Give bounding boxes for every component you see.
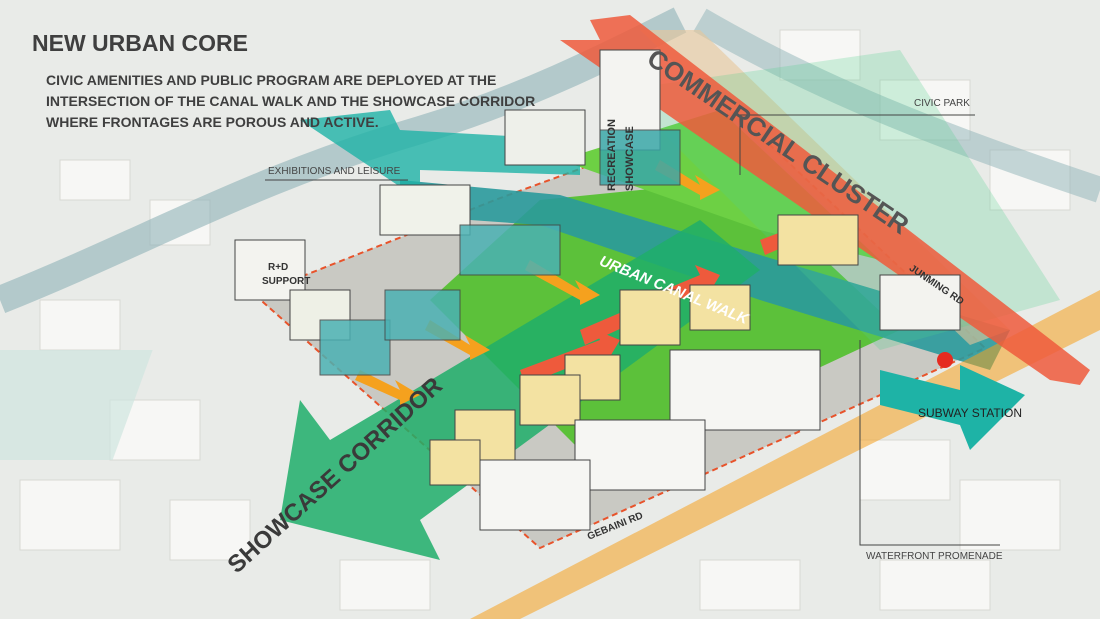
label-recreation: RECREATION [606,119,618,191]
greenhouse [0,350,153,460]
label-rd: R+D [268,262,289,273]
canal-arrow-west [300,110,580,200]
label-exhibitions: EXHIBITIONS AND LEISURE [268,166,401,177]
gebaini-road-band [470,290,1100,619]
leader-lines [265,114,1000,546]
river-east [693,8,1100,203]
label-waterfront-promenade: WATERFRONT PROMENADE [866,551,1003,562]
site-buildings [234,49,961,531]
description: CIVIC AMENITIES AND PUBLIC PROGRAM ARE D… [46,72,536,130]
page-title: NEW URBAN CORE [32,30,248,56]
label-showcase: SHOWCASE [624,126,636,191]
subway-station-icon [937,352,953,368]
label-subway-station: SUBWAY STATION [918,406,1023,420]
subway-arrow [880,365,1025,450]
label-support: SUPPORT [262,276,311,287]
label-civic-park: CIVIC PARK [914,98,970,109]
